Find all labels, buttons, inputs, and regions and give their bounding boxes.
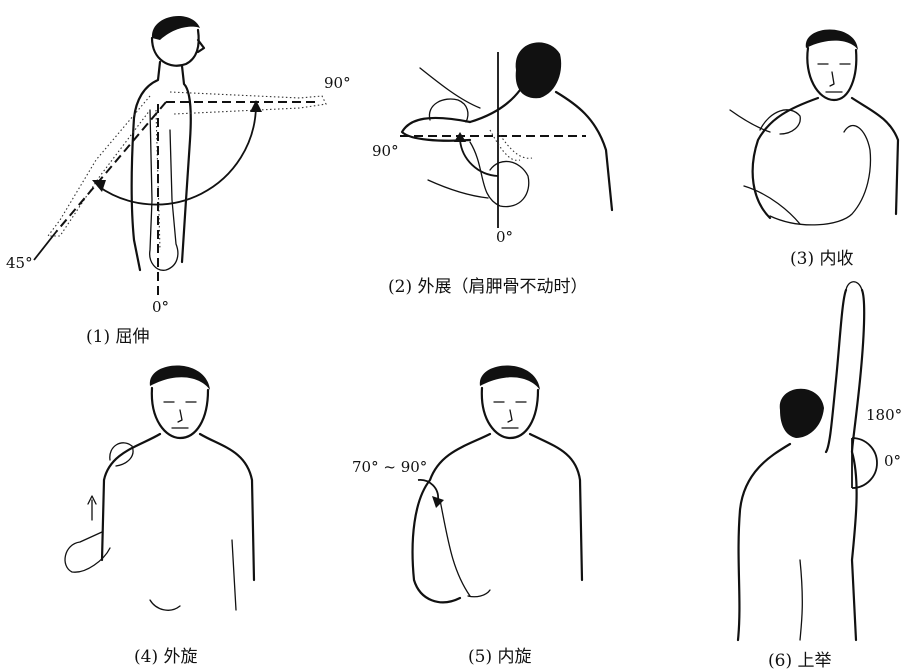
caption-flexion-extension: (1) 屈伸: [86, 322, 149, 347]
angle-label-0: 0°: [496, 228, 513, 246]
angle-label-range: 70° ~ 90°: [352, 458, 427, 476]
figure-adduction: [730, 30, 898, 225]
angle-label-180: 180°: [866, 406, 902, 424]
caption-adduction: (3) 内收: [790, 244, 853, 269]
figure-elevation: [738, 282, 877, 640]
figure-external-rotation: [65, 366, 254, 611]
angle-label-0: 0°: [152, 298, 169, 316]
caption-internal-rotation: (5) 内旋: [468, 642, 531, 667]
angle-label-90: 90°: [324, 74, 351, 92]
angle-label-90: 90°: [372, 142, 399, 160]
angle-label-45: 45°: [6, 254, 33, 272]
caption-elevation: (6) 上举: [768, 646, 831, 671]
figure-abduction: [400, 42, 612, 228]
figure-internal-rotation: [413, 366, 582, 603]
caption-external-rotation: (4) 外旋: [134, 642, 197, 667]
caption-abduction: (2) 外展（肩胛骨不动时）: [388, 272, 587, 297]
angle-label-0: 0°: [884, 452, 901, 470]
figure-flexion-extension: [34, 16, 326, 300]
